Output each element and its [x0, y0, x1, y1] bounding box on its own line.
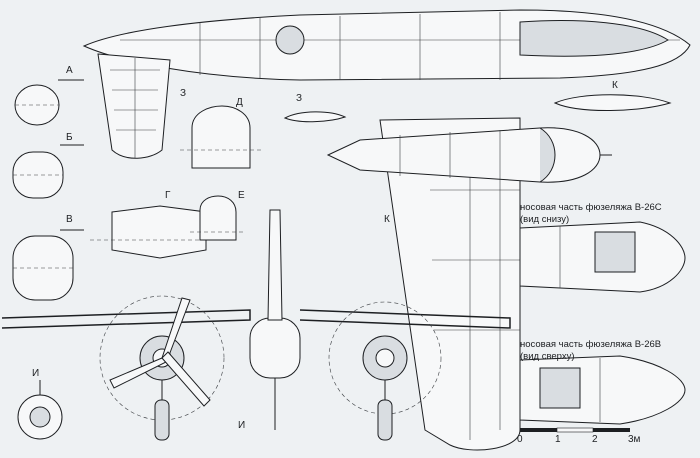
section-k-airfoil: [553, 94, 672, 112]
front-view-wing: [1, 309, 511, 329]
label-section-b: Б: [66, 132, 73, 143]
section-e: [190, 195, 246, 241]
label-section-i-left: И: [32, 368, 39, 379]
label-section-a: А: [66, 65, 73, 76]
label-section-z-left: З: [180, 88, 186, 99]
caption-b26b-line1: носовая часть фюзеляжа B-26B: [520, 339, 661, 350]
scale-tick-0: 0: [517, 434, 523, 445]
caption-b26b-line2: (вид сверху): [520, 351, 575, 362]
caption-b26c-line2: (вид снизу): [520, 214, 569, 225]
scale-tick-1: 1: [555, 434, 561, 445]
main-gear-left: [154, 380, 170, 441]
main-gear-right: [377, 380, 393, 441]
propeller-disc-left: [99, 295, 225, 421]
label-section-e: Е: [238, 190, 245, 201]
label-section-i-bottom: И: [238, 420, 245, 431]
label-section-d: Д: [236, 97, 243, 108]
engine-nacelle-top: [326, 127, 612, 183]
label-section-g: Г: [165, 190, 171, 201]
scale-tick-2: 2: [592, 434, 598, 445]
section-d: [180, 105, 262, 169]
scale-tick-3: 3м: [628, 434, 641, 445]
section-a: [14, 79, 84, 126]
wheel-detail-i: [17, 380, 63, 440]
section-z-airfoil: [283, 111, 347, 123]
scale-bar: [520, 427, 630, 433]
caption-b26c-line1: носовая часть фюзеляжа B-26C: [520, 202, 662, 213]
wing-top-view: [379, 117, 521, 451]
nose-b26c-bottom-view: [519, 221, 686, 293]
propeller-disc-right: [328, 301, 442, 415]
label-section-k-top: К: [612, 80, 618, 91]
section-v: [12, 229, 84, 301]
label-section-z-right: З: [296, 93, 302, 104]
fuselage-front: [249, 209, 301, 430]
tail-fin: [97, 53, 171, 159]
nose-b26b-top-view: [519, 355, 686, 425]
section-b: [12, 144, 84, 199]
fuselage-side-view: [82, 9, 691, 81]
label-section-v: В: [66, 214, 73, 225]
label-section-k-mid: К: [384, 214, 390, 225]
